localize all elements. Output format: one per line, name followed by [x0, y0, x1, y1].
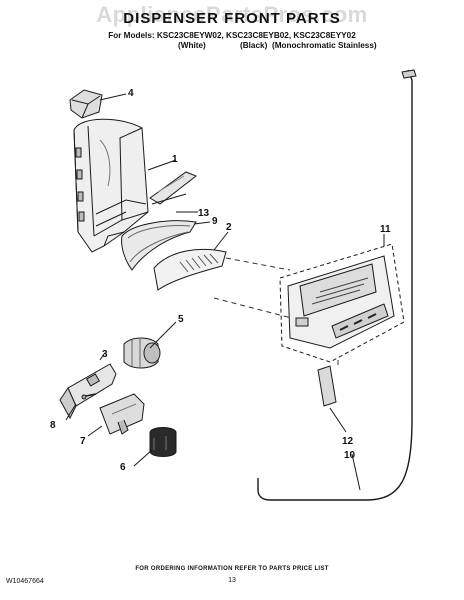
models-line: For Models: KSC23C8EYW02, KSC23C8EYB02, … — [108, 31, 356, 40]
callout-5: 5 — [178, 314, 184, 325]
callout-6: 6 — [120, 462, 126, 473]
callout-11: 11 — [380, 224, 391, 235]
watermark: AppliancePartsPros.com — [96, 2, 368, 27]
callout-13: 13 — [198, 208, 210, 219]
page-number: 13 — [228, 577, 236, 584]
callout-4: 4 — [128, 88, 134, 99]
page-title: DISPENSER FRONT PARTS — [123, 10, 341, 27]
callout-7: 7 — [80, 436, 86, 447]
part-9-tray — [121, 220, 197, 271]
callout-2: 2 — [226, 222, 232, 233]
variant-black: (Black) — [240, 41, 268, 50]
variant-white: (White) — [178, 41, 206, 50]
callout-numbers: 1 2 3 4 5 6 7 8 9 10 11 12 13 — [50, 88, 391, 473]
part-12-pad — [317, 365, 337, 407]
callout-3: 3 — [102, 349, 108, 360]
document-id: W10467664 — [6, 578, 44, 585]
leader-lines — [65, 93, 385, 491]
part-8-pin — [81, 393, 97, 400]
callout-1: 1 — [172, 154, 178, 165]
ordering-note: FOR ORDERING INFORMATION REFER TO PARTS … — [135, 566, 329, 572]
part-11-control-panel — [279, 243, 405, 363]
callout-8: 8 — [50, 420, 56, 431]
part-5-motor — [123, 337, 161, 369]
part-1-plate — [149, 171, 197, 205]
part-7-actuator — [99, 393, 145, 435]
callout-12: 12 — [342, 436, 354, 447]
callout-10: 10 — [344, 450, 356, 461]
variant-stainless: (Monochromatic Stainless) — [272, 41, 377, 50]
part-4-cap — [69, 89, 103, 119]
callout-9: 9 — [212, 216, 218, 227]
part-10-tube — [257, 69, 417, 501]
part-6-button — [149, 427, 177, 457]
dispenser-housing — [73, 118, 149, 253]
part-2-grille — [153, 248, 227, 291]
part-13-shield — [151, 193, 187, 205]
